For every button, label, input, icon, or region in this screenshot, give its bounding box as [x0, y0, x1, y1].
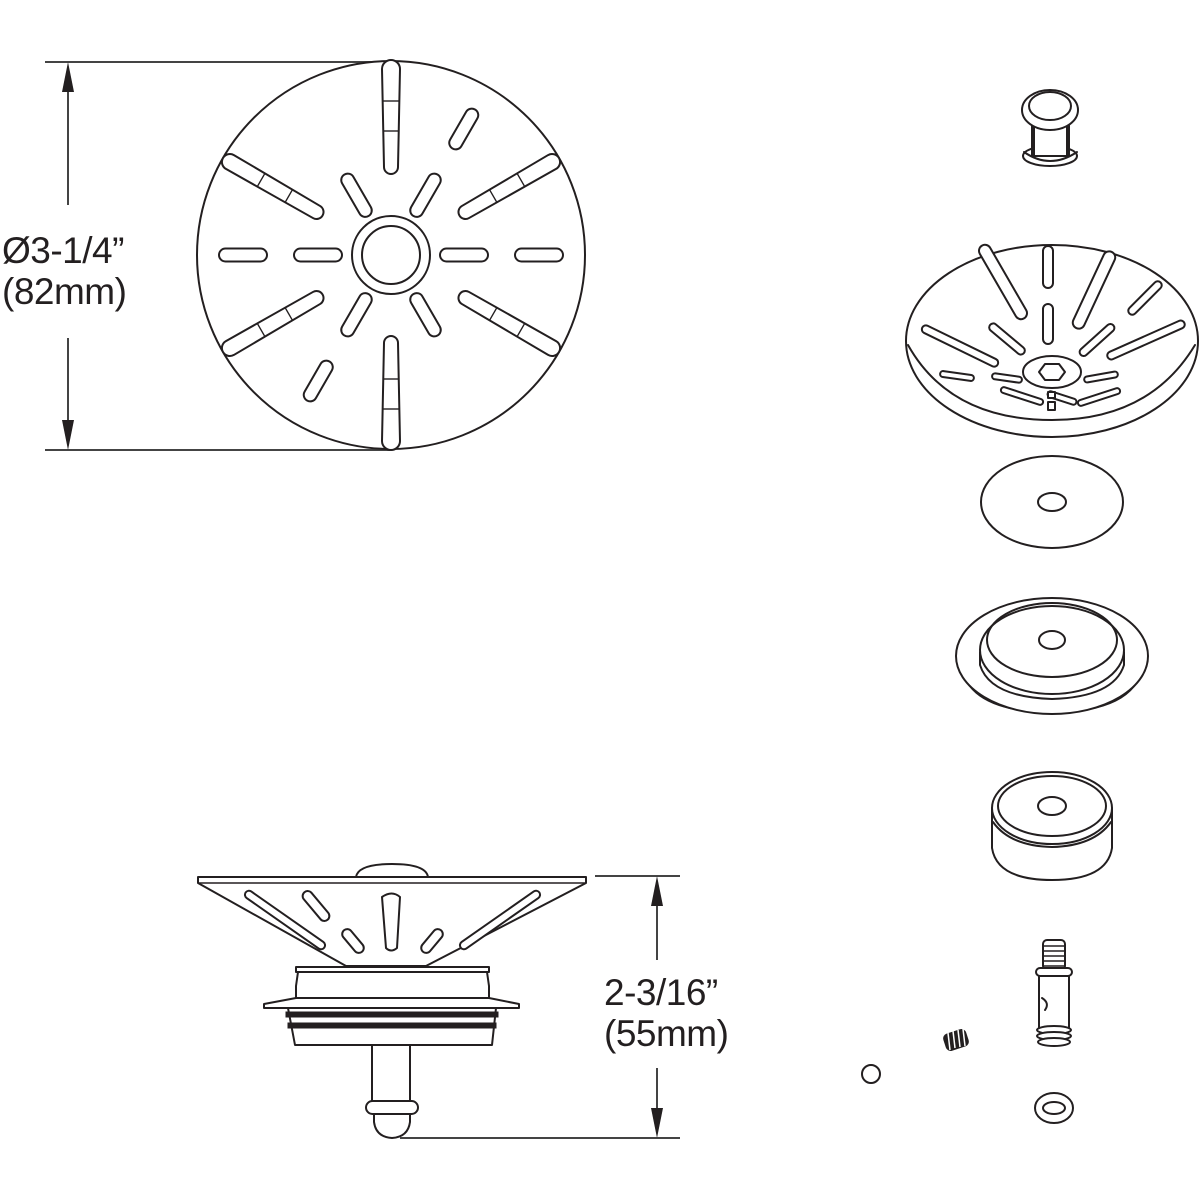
basket-side-slots [243, 889, 542, 954]
diameter-metric: (82mm) [2, 271, 127, 312]
part-flat-washer [980, 455, 1124, 549]
part-o-ring [1034, 1092, 1074, 1124]
slot [448, 107, 480, 151]
side-view-assembly [197, 863, 587, 1139]
slot [218, 247, 268, 263]
outer-short-slots [218, 107, 564, 403]
slot [514, 247, 564, 263]
part-spring [943, 1028, 969, 1051]
part-strainer-basket [905, 243, 1199, 438]
body-flange [263, 997, 520, 1009]
diameter-dimension [45, 61, 390, 451]
part-stopper-seal [955, 597, 1149, 715]
stem-collar [365, 1100, 419, 1115]
stem-tip [373, 1113, 411, 1139]
arrow-down-icon [62, 420, 74, 450]
slot [439, 247, 489, 263]
stem [371, 1044, 411, 1102]
slot [340, 172, 373, 218]
part-knob [1021, 89, 1079, 167]
slot [381, 335, 401, 451]
slot [302, 359, 334, 403]
height-dimension [400, 875, 680, 1139]
slot [220, 153, 325, 220]
slot [220, 290, 325, 357]
slot [293, 247, 343, 263]
slot [381, 59, 401, 175]
slot [457, 290, 562, 357]
long-slots [220, 59, 562, 451]
exploded-view [861, 89, 1199, 1124]
inner-short-slots [293, 172, 489, 338]
top-view-strainer [196, 59, 586, 451]
slot [340, 292, 373, 338]
part-threaded-post [1035, 939, 1073, 1047]
knob-dome [355, 863, 429, 878]
slot [409, 292, 442, 338]
slot [409, 172, 442, 218]
diameter-label: Ø3-1/4” (82mm) [2, 230, 127, 312]
arrow-up-icon [62, 62, 74, 92]
part-stopper-body [991, 771, 1113, 881]
height-metric: (55mm) [604, 1013, 729, 1054]
center-hub-inner [361, 225, 421, 285]
slot [457, 153, 562, 220]
height-label: 2-3/16” (55mm) [604, 972, 729, 1054]
arrow-up-icon [651, 876, 663, 906]
body-upper [295, 971, 490, 999]
arrow-down-icon [651, 1108, 663, 1138]
diameter-imperial: Ø3-1/4” [2, 230, 124, 271]
hex-socket-icon [1038, 363, 1066, 381]
part-ball [861, 1064, 881, 1084]
height-imperial: 2-3/16” [604, 972, 718, 1013]
